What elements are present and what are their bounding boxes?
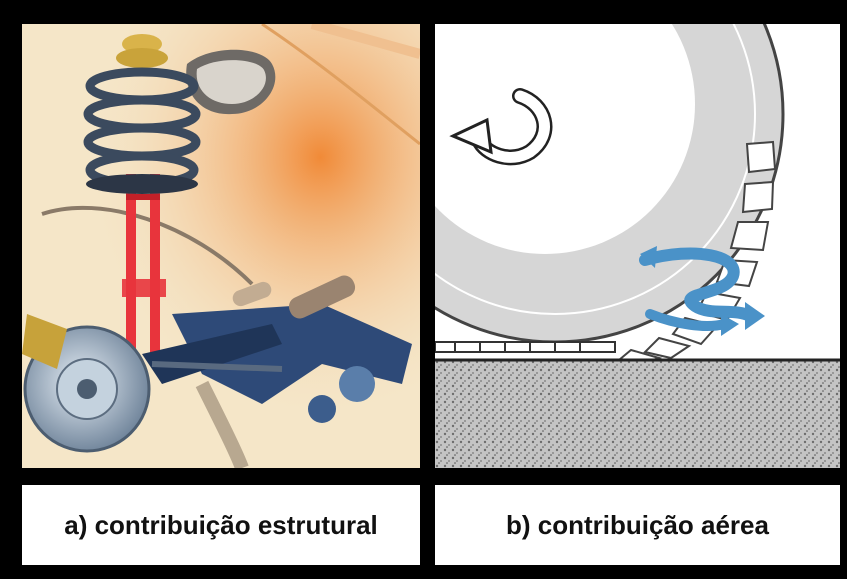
airflow-illustration [435,24,840,468]
tire-airflow-drawing [435,24,840,468]
suspension-drawing [22,24,420,468]
body-outline [261,24,420,146]
tie-rod [151,361,283,372]
airflow-arrow-icon [639,246,765,336]
wheel-arch [41,205,254,286]
caption-structural: a) contribuição estrutural [22,485,420,565]
road-surface [435,360,840,468]
coil-spring [83,34,201,194]
contact-patch [435,341,616,353]
caption-aerial: b) contribuição aérea [435,485,840,565]
caption-aerial-text: b) contribuição aérea [506,509,769,540]
shock-absorber-strut [122,174,166,354]
side-mirror [186,49,276,115]
suspension-illustration [22,24,420,468]
caption-structural-text: a) contribuição estrutural [64,509,378,540]
brake-disc [22,314,151,453]
stabilizer-bellows [232,275,356,319]
control-arm [142,304,412,423]
rotation-arrow-icon [449,88,553,166]
